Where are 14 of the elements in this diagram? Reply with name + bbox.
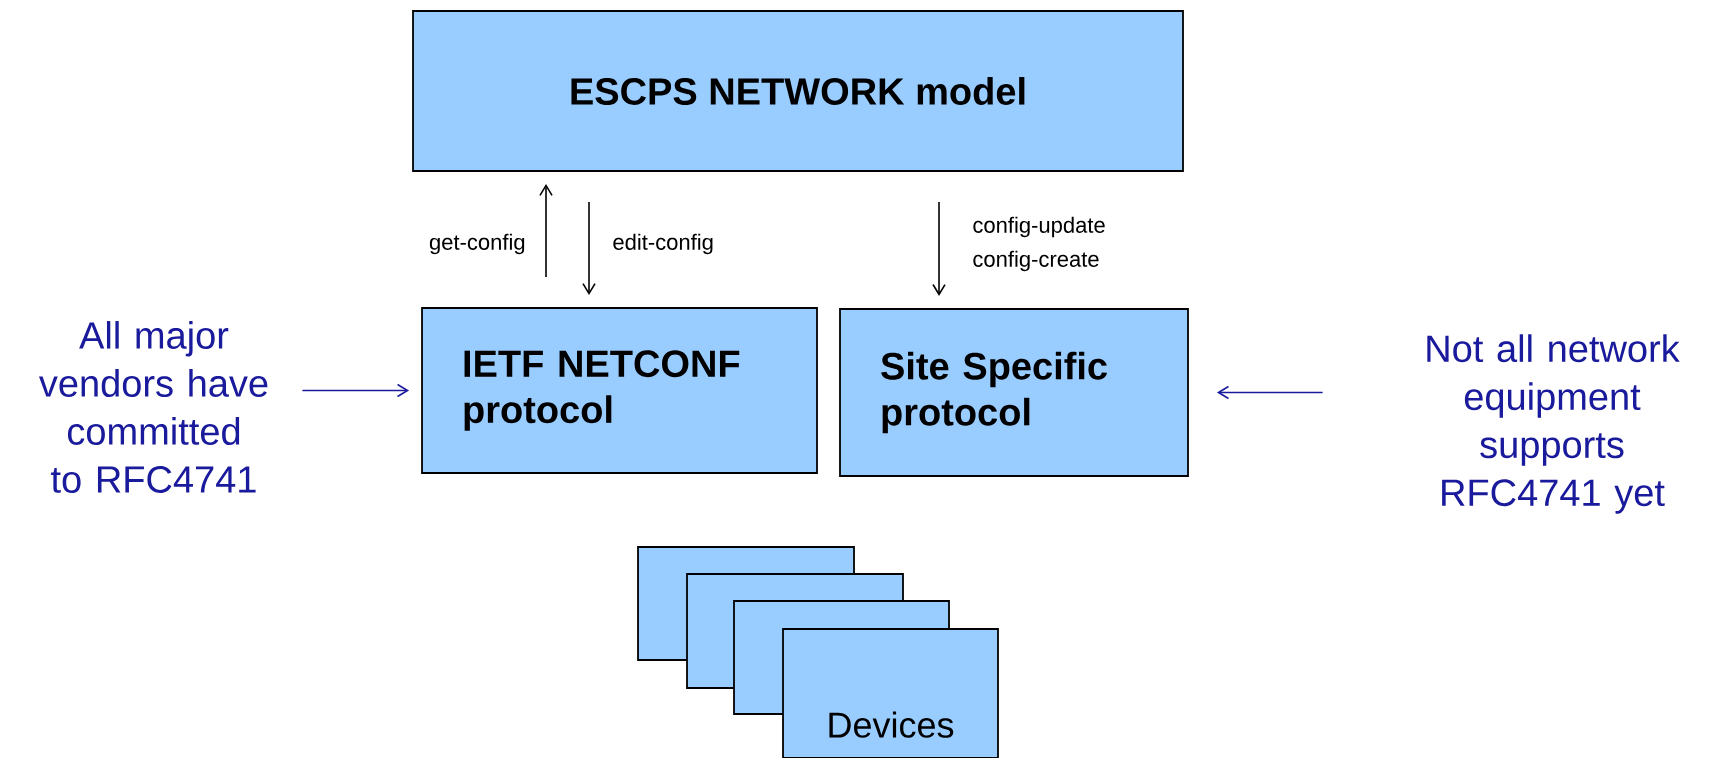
edge-label: config-update config-create: [973, 216, 1105, 272]
note-text: Not all network equipment supports RFC4741 yet: [1427, 334, 1680, 514]
arrow: [539, 183, 553, 278]
arrow: [301, 383, 410, 398]
edge-label: get-config: [429, 233, 525, 255]
model-box: ESCPS NETWORK model: [412, 10, 1184, 172]
protocol-box: IETF NETCONF protocol: [421, 307, 818, 474]
arrow: [1216, 385, 1324, 400]
protocol-box: Site Specific protocol: [839, 308, 1189, 477]
edge-label: edit-config: [613, 233, 713, 255]
note-text: All major vendors have committed to RFC4741: [39, 321, 268, 493]
arrow: [932, 201, 946, 297]
arrow: [582, 201, 596, 296]
device-box: Devices: [782, 628, 999, 758]
